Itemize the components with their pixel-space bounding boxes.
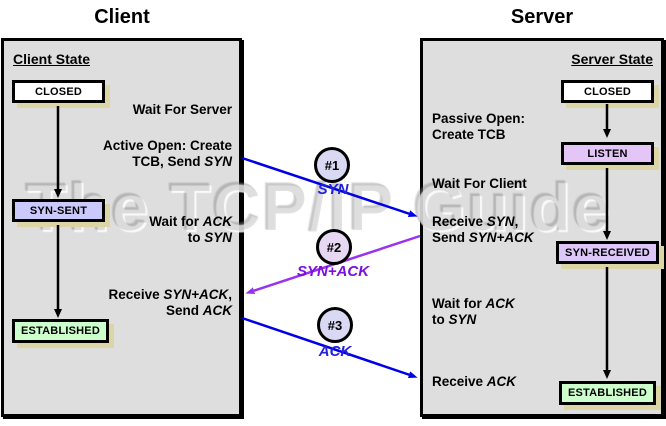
annotation-line: Wait For Client [432, 176, 527, 191]
server-annotation-receive-syn: Receive SYN,Send SYN+ACK [432, 214, 612, 246]
annotation-line: Passive Open: [432, 111, 526, 126]
annotation-line: Receive ACK [432, 374, 517, 389]
message-2-label: SYN+ACK [296, 263, 370, 280]
server-annotation-receive-ack: Receive ACK [432, 374, 612, 390]
annotation-line: to SYN [432, 312, 477, 327]
state-label: ESTABLISHED [20, 325, 100, 337]
server-title: Server [510, 6, 574, 28]
client-title: Client [94, 6, 150, 28]
message-3-circle: #3 [317, 307, 353, 343]
state-label: CLOSED [583, 85, 632, 98]
client-state-syn-sent: SYN-SENT [12, 199, 105, 222]
annotation-line: Send SYN+ACK [432, 230, 534, 245]
server-annotation-wait-for-client: Wait For Client [432, 176, 612, 192]
state-label: CLOSED [34, 85, 83, 98]
annotation-line: Wait For Server [132, 102, 232, 117]
server-annotation-passive-open: Passive Open:Create TCB [432, 111, 612, 143]
server-state-header: Server State [571, 51, 653, 67]
message-2-circle: #2 [316, 229, 352, 265]
annotation-line: Receive SYN+ACK, [108, 287, 232, 302]
annotation-line: Create TCB [432, 127, 506, 142]
client-annotation-receive-syn-ack: Receive SYN+ACK,Send ACK [60, 287, 232, 319]
server-state-closed: CLOSED [561, 80, 654, 103]
state-label: SYN-RECEIVED [565, 246, 650, 259]
annotation-line: Receive SYN, [432, 214, 519, 229]
annotation-line: Send ACK [165, 303, 232, 318]
annotation-line: Active Open: Create [102, 138, 232, 153]
message-3-label: ACK [318, 343, 352, 360]
annotation-line: to SYN [187, 230, 232, 245]
state-label: ESTABLISHED [567, 387, 647, 399]
server-state-listen: LISTEN [561, 142, 654, 165]
message-1-circle: #1 [314, 147, 350, 183]
client-state-header: Client State [13, 51, 91, 67]
message-3-number: #3 [327, 317, 343, 333]
state-label: SYN-SENT [29, 204, 88, 217]
client-state-closed: CLOSED [12, 80, 105, 103]
server-state-established: ESTABLISHED [559, 381, 656, 405]
client-annotation-wait-for-server: Wait For Server [60, 102, 232, 118]
server-state-syn-received: SYN-RECEIVED [556, 241, 659, 264]
message-2-number: #2 [326, 239, 342, 255]
message-1-number: #1 [324, 157, 340, 173]
state-label: LISTEN [587, 147, 628, 160]
client-state-established: ESTABLISHED [12, 319, 109, 343]
message-1-label: SYN [317, 181, 349, 198]
annotation-line: Wait for ACK [432, 296, 515, 311]
annotation-line: Wait for ACK [149, 214, 232, 229]
annotation-line: TCB, Send SYN [132, 154, 232, 169]
